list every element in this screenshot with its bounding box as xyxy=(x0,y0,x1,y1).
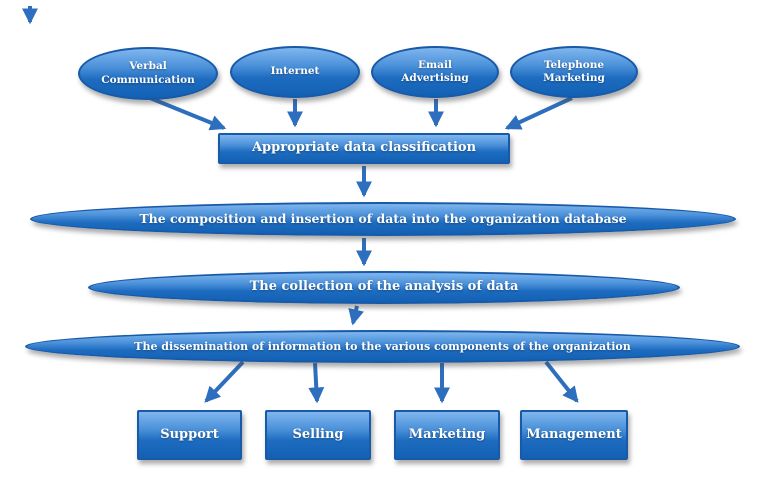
arrow-verbal-to-classification xyxy=(149,96,227,131)
source-ellipse-telephone-marketing: Telephone Marketing xyxy=(510,46,638,98)
stage-ellipse-composition-insertion: The composition and insertion of data in… xyxy=(30,202,736,236)
arrow-stage2-to-stage3 xyxy=(348,305,364,326)
arrow-stage3-to-selling xyxy=(308,362,325,404)
stage-label: The dissemination of information to the … xyxy=(134,339,631,353)
department-label: Support xyxy=(160,426,219,442)
source-ellipse-internet: Internet xyxy=(230,46,360,98)
arrow-stage3-to-support xyxy=(204,360,245,403)
source-label: Verbal Communication xyxy=(101,60,195,86)
department-box-management: Management xyxy=(520,410,628,460)
department-label: Management xyxy=(526,426,622,442)
arrow-telephone-to-classification xyxy=(504,96,573,130)
stage-ellipse-dissemination: The dissemination of information to the … xyxy=(25,330,740,363)
source-label: Internet xyxy=(270,65,320,78)
department-box-marketing: Marketing xyxy=(394,410,500,460)
department-box-selling: Selling xyxy=(265,410,371,460)
source-ellipse-verbal-communication: Verbal Communication xyxy=(78,47,218,100)
arrow-stage3-to-management xyxy=(544,360,579,403)
source-label: Email Advertising xyxy=(401,58,469,84)
stage-label: The composition and insertion of data in… xyxy=(139,211,627,227)
classification-label: Appropriate data classification xyxy=(251,140,477,156)
department-label: Marketing xyxy=(408,426,486,442)
stage-ellipse-collection-analysis: The collection of the analysis of data xyxy=(88,271,680,304)
department-box-support: Support xyxy=(137,410,242,460)
source-label: Telephone Marketing xyxy=(543,58,605,84)
department-label: Selling xyxy=(292,426,344,442)
stage-label: The collection of the analysis of data xyxy=(249,279,519,295)
source-ellipse-email-advertising: Email Advertising xyxy=(371,46,499,98)
classification-box: Appropriate data classification xyxy=(218,133,510,164)
